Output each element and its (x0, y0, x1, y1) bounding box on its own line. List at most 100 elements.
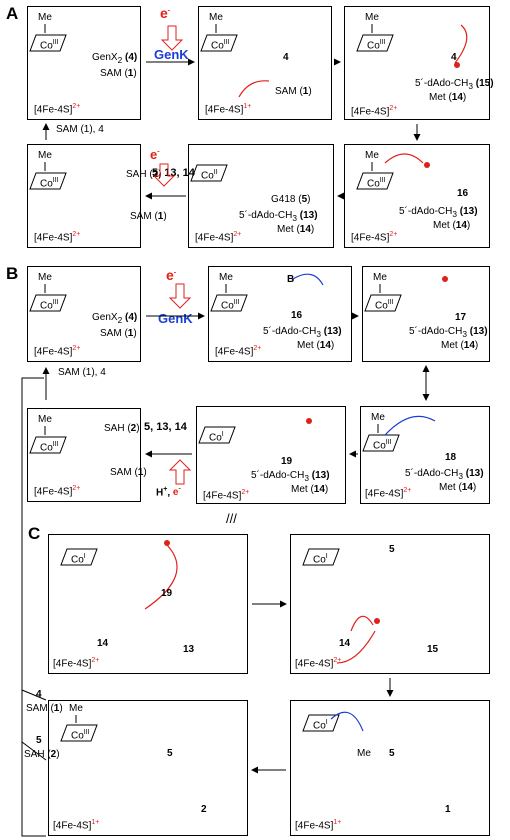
dado15-label: 5´-dAdo-CH3 (15) (415, 78, 494, 91)
met-label: Met (14) (297, 340, 335, 351)
me-label: Me (38, 12, 52, 23)
cobalamin-icon (356, 24, 468, 68)
genk-label: GenK (158, 311, 193, 326)
met-label: Met (14) (291, 484, 329, 495)
cluster-label: [4Fe-4S]2+ (34, 231, 81, 244)
products-label: 5, 13, 14 (152, 167, 195, 179)
dado13-label: 5´-dAdo-CH3 (13) (251, 470, 330, 483)
compound-16-number: 16 (457, 188, 469, 199)
cobalamin-icon (210, 273, 324, 312)
compound-13-number: 13 (183, 644, 195, 655)
sam-4-label: SAM (1), 4 (56, 124, 104, 135)
cluster-label: [4Fe-4S]2+ (351, 105, 398, 118)
sah-label: SAH (2) (104, 423, 140, 434)
box-a5: CoII G418 (5) 5´-dAdo-CH3 (13) Met (14) … (188, 144, 334, 248)
co-label: CoII (201, 169, 218, 182)
compound-19-number: 19 (281, 456, 293, 467)
cobalamin-icon (29, 24, 67, 52)
co-label: CoIII (367, 39, 386, 52)
dado13-label: 5´-dAdo-CH3 (13) (399, 206, 478, 219)
electron-arrow (152, 163, 176, 187)
me-label: Me (357, 748, 371, 759)
sam-label: SAM (1) (110, 467, 147, 478)
me-label: Me (219, 272, 233, 283)
box-b1: Me CoIII GenX2 (4) SAM (1) [4Fe-4S]2+ (27, 266, 141, 362)
box-a4: Me CoIII 16 5´-dAdo-CH3 (13) Met (14) [4… (344, 144, 490, 248)
cobalamin-icon (29, 426, 67, 454)
co-label: CoIII (40, 299, 59, 312)
loop-line (21, 689, 47, 701)
cobalamin-icon (200, 24, 270, 98)
compound-5-number: 5 (389, 544, 395, 555)
met-label: Met (14) (433, 220, 471, 231)
met-label: Met (14) (277, 224, 315, 235)
proton-electron-arrow (168, 459, 192, 485)
compound-4-number: 4 (283, 52, 289, 63)
cluster-label: [4Fe-4S]2+ (34, 103, 81, 116)
me-label: Me (365, 12, 379, 23)
sam-label: SAM (1) (100, 328, 137, 339)
co-label: CoIII (40, 39, 59, 52)
cluster-label: [4Fe-4S]1+ (53, 819, 100, 832)
co-label: CoIII (40, 441, 59, 454)
genk-label: GenK (154, 47, 189, 62)
box-c1: CoI 19 14 13 [4Fe-4S]2+ (48, 534, 248, 674)
co-label: CoIII (375, 299, 394, 312)
co-label: CoIII (211, 39, 230, 52)
cluster-label: [4Fe-4S]2+ (365, 487, 412, 500)
cluster-label: [4Fe-4S]2+ (203, 489, 250, 502)
compound-14-number: 14 (97, 638, 109, 649)
compound-14-number: 14 (339, 638, 351, 649)
equivalence-mark: /// (226, 511, 237, 526)
loop-line (21, 377, 46, 837)
me-label: Me (69, 703, 83, 714)
proton-electron-label: H+, e- (156, 486, 181, 499)
sam-4-label: SAM (1), 4 (58, 367, 106, 378)
cobalamin-icon (302, 711, 364, 732)
cluster-label: [4Fe-4S]2+ (34, 345, 81, 358)
cluster-label: [4Fe-4S]1+ (205, 103, 252, 116)
compound-16-number: 16 (291, 310, 303, 321)
dado13-label: 5´-dAdo-CH3 (13) (239, 210, 318, 223)
box-a2: Me CoIII 4 SAM (1) [4Fe-4S]1+ (198, 6, 332, 120)
co-label: CoI (209, 431, 224, 444)
cobalamin-icon (190, 164, 228, 182)
electron-label: e- (160, 5, 171, 21)
co-label: CoIII (221, 299, 240, 312)
box-a6: Me CoIII [4Fe-4S]2+ (27, 144, 141, 248)
compound-4-label: GenX2 (4) (92, 52, 138, 65)
box-c2: CoI 5 14 15 [4Fe-4S]2+ (290, 534, 490, 674)
compound-5-number: 5 (36, 735, 42, 746)
box-b4: Me CoIII 18 5´-dAdo-CH3 (13) Met (14) [4… (360, 406, 490, 504)
co-label: CoIII (367, 177, 386, 190)
cluster-label: [4Fe-4S]2+ (295, 657, 342, 670)
co-label: CoI (71, 553, 86, 566)
cluster-label: [4Fe-4S]2+ (215, 345, 262, 358)
box-b6: Me CoIII [4Fe-4S]2+ (27, 408, 141, 502)
loop-line (21, 741, 47, 761)
base-label: B (287, 274, 295, 285)
compound-5-number: 5 (167, 748, 173, 759)
me-label: Me (365, 150, 379, 161)
cobalamin-icon (60, 715, 98, 742)
me-label: Me (38, 150, 52, 161)
box-b3: Me CoIII 17 5´-dAdo-CH3 (13) Met (14) (362, 266, 490, 362)
sah-label: SAH (2) (24, 749, 60, 760)
cobalamin-icon (29, 284, 67, 312)
me-label: Me (371, 412, 385, 423)
me-label: Me (38, 414, 52, 425)
cluster-label: [4Fe-4S]2+ (351, 231, 398, 244)
cobalamin-icon (364, 276, 448, 312)
compound-4-number: 4 (451, 52, 457, 63)
co-label: CoI (313, 719, 328, 732)
compound-17-number: 17 (455, 312, 467, 323)
me-label: Me (38, 272, 52, 283)
electron-label: e- (150, 147, 160, 162)
met-label: Met (14) (441, 340, 479, 351)
compound-15-number: 15 (427, 644, 439, 655)
dado13-label: 5´-dAdo-CH3 (13) (263, 326, 342, 339)
panel-a-letter: A (6, 4, 19, 23)
met-label: Met (14) (439, 482, 477, 493)
products-label: 5, 13, 14 (144, 421, 187, 433)
